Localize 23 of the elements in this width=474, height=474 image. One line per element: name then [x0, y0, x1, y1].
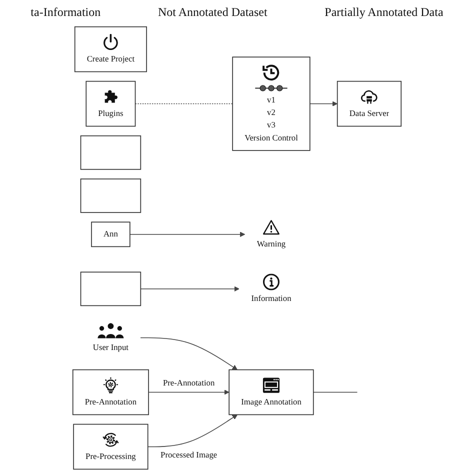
arrow: [310, 101, 338, 106]
note-label: Partially Annotated Data: [324, 5, 444, 20]
icon-caption: User Input: [92, 342, 129, 354]
node-label: Create Project: [86, 54, 135, 66]
arrow: [140, 337, 238, 370]
connector-line: [313, 392, 358, 393]
arrow: [148, 390, 230, 395]
node-label: Pre-Annotation: [84, 396, 137, 409]
node-label: Plugins: [98, 108, 124, 120]
node-label: Image Annotation: [241, 396, 302, 409]
connector-line: [134, 103, 233, 104]
note-label: ta-Information: [30, 5, 101, 20]
edge-label: Processed Image: [160, 449, 218, 462]
note-label: Not Annotated Dataset: [158, 5, 268, 20]
icon-caption: Warning: [256, 239, 286, 251]
icon-caption: Information: [251, 294, 292, 306]
node-label: Pre-Processing: [86, 451, 136, 464]
node-label: v1 v2 v3 Version Control: [244, 94, 298, 144]
node-label: Ann: [103, 228, 118, 241]
arrow: [140, 286, 240, 292]
arrow: [130, 232, 246, 237]
arrow: [147, 414, 238, 448]
node-label: Data Server: [349, 108, 390, 120]
